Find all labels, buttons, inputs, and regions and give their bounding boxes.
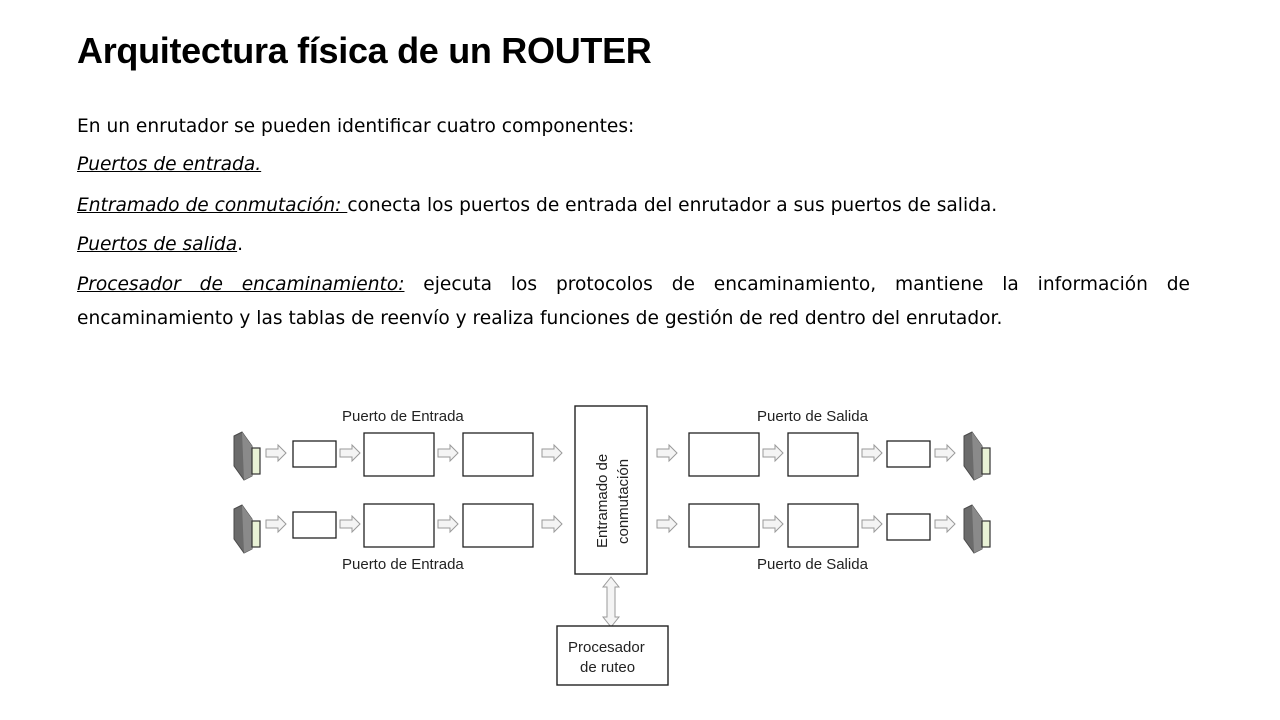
component-description: conecta los puertos de entrada del enrut… — [347, 195, 998, 216]
component-item-output-ports: Puertos de salida. — [77, 228, 243, 262]
flow-arrow-icon — [265, 444, 287, 462]
flow-arrow-icon — [762, 444, 784, 462]
component-term: Puertos de entrada. — [77, 154, 262, 175]
component-term: Entramado de conmutación: — [77, 195, 348, 216]
intro-text: En un enrutador se pueden identificar cu… — [77, 116, 635, 137]
bidirectional-arrow-icon — [601, 576, 621, 628]
slide-title: Arquitectura física de un ROUTER — [77, 30, 652, 71]
switch-fabric-label-line2: conmutación — [615, 459, 632, 544]
input-connector-icon — [233, 431, 261, 481]
output-line-termination-box — [886, 513, 931, 541]
flow-arrow-icon — [437, 515, 459, 533]
input-port-bottom-label: Puerto de Entrada — [342, 556, 464, 573]
switch-fabric-label-line1: Entramado de — [594, 454, 611, 548]
flow-arrow-icon — [934, 515, 956, 533]
flow-arrow-icon — [541, 444, 563, 462]
line-termination-box — [292, 440, 337, 468]
flow-arrow-icon — [656, 515, 678, 533]
flow-arrow-icon — [656, 444, 678, 462]
output-port-bottom-label: Puerto de Salida — [757, 556, 869, 573]
flow-arrow-icon — [339, 515, 361, 533]
input-connector-icon — [233, 504, 261, 554]
output-connector-icon — [963, 431, 991, 481]
component-term: Puertos de salida — [77, 234, 238, 255]
switch-fabric-box — [574, 405, 648, 575]
component-item-switch-fabric: Entramado de conmutación: conecta los pu… — [77, 189, 997, 223]
routing-processor-box — [556, 625, 669, 686]
component-description: . — [237, 234, 244, 255]
component-item-input-ports: Puertos de entrada. — [77, 148, 261, 182]
data-link-box — [363, 432, 435, 477]
output-queue-box — [688, 432, 760, 477]
flow-arrow-icon — [541, 515, 563, 533]
flow-arrow-icon — [339, 444, 361, 462]
output-connector-icon — [963, 504, 991, 554]
lookup-queue-box — [462, 503, 534, 548]
flow-arrow-icon — [437, 444, 459, 462]
input-port-top-label: Puerto de Entrada — [342, 408, 464, 425]
component-term: Procesador de encaminamiento: — [77, 274, 405, 295]
output-port-top-label: Puerto de Salida — [757, 408, 869, 425]
flow-arrow-icon — [265, 515, 287, 533]
line-termination-box — [292, 511, 337, 539]
flow-arrow-icon — [861, 515, 883, 533]
lookup-queue-box — [462, 432, 534, 477]
routing-processor-label-line1: Procesador — [568, 639, 645, 656]
output-data-link-box — [787, 432, 859, 477]
flow-arrow-icon — [934, 444, 956, 462]
flow-arrow-icon — [861, 444, 883, 462]
output-queue-box — [688, 503, 760, 548]
component-description: ejecuta los protocolos de encaminamiento… — [77, 274, 1190, 329]
component-item-routing-processor: Procesador de encaminamiento: ejecuta lo… — [77, 268, 1190, 336]
output-line-termination-box — [886, 440, 931, 468]
flow-arrow-icon — [762, 515, 784, 533]
routing-processor-label-line2: de ruteo — [580, 659, 635, 676]
output-data-link-box — [787, 503, 859, 548]
data-link-box — [363, 503, 435, 548]
